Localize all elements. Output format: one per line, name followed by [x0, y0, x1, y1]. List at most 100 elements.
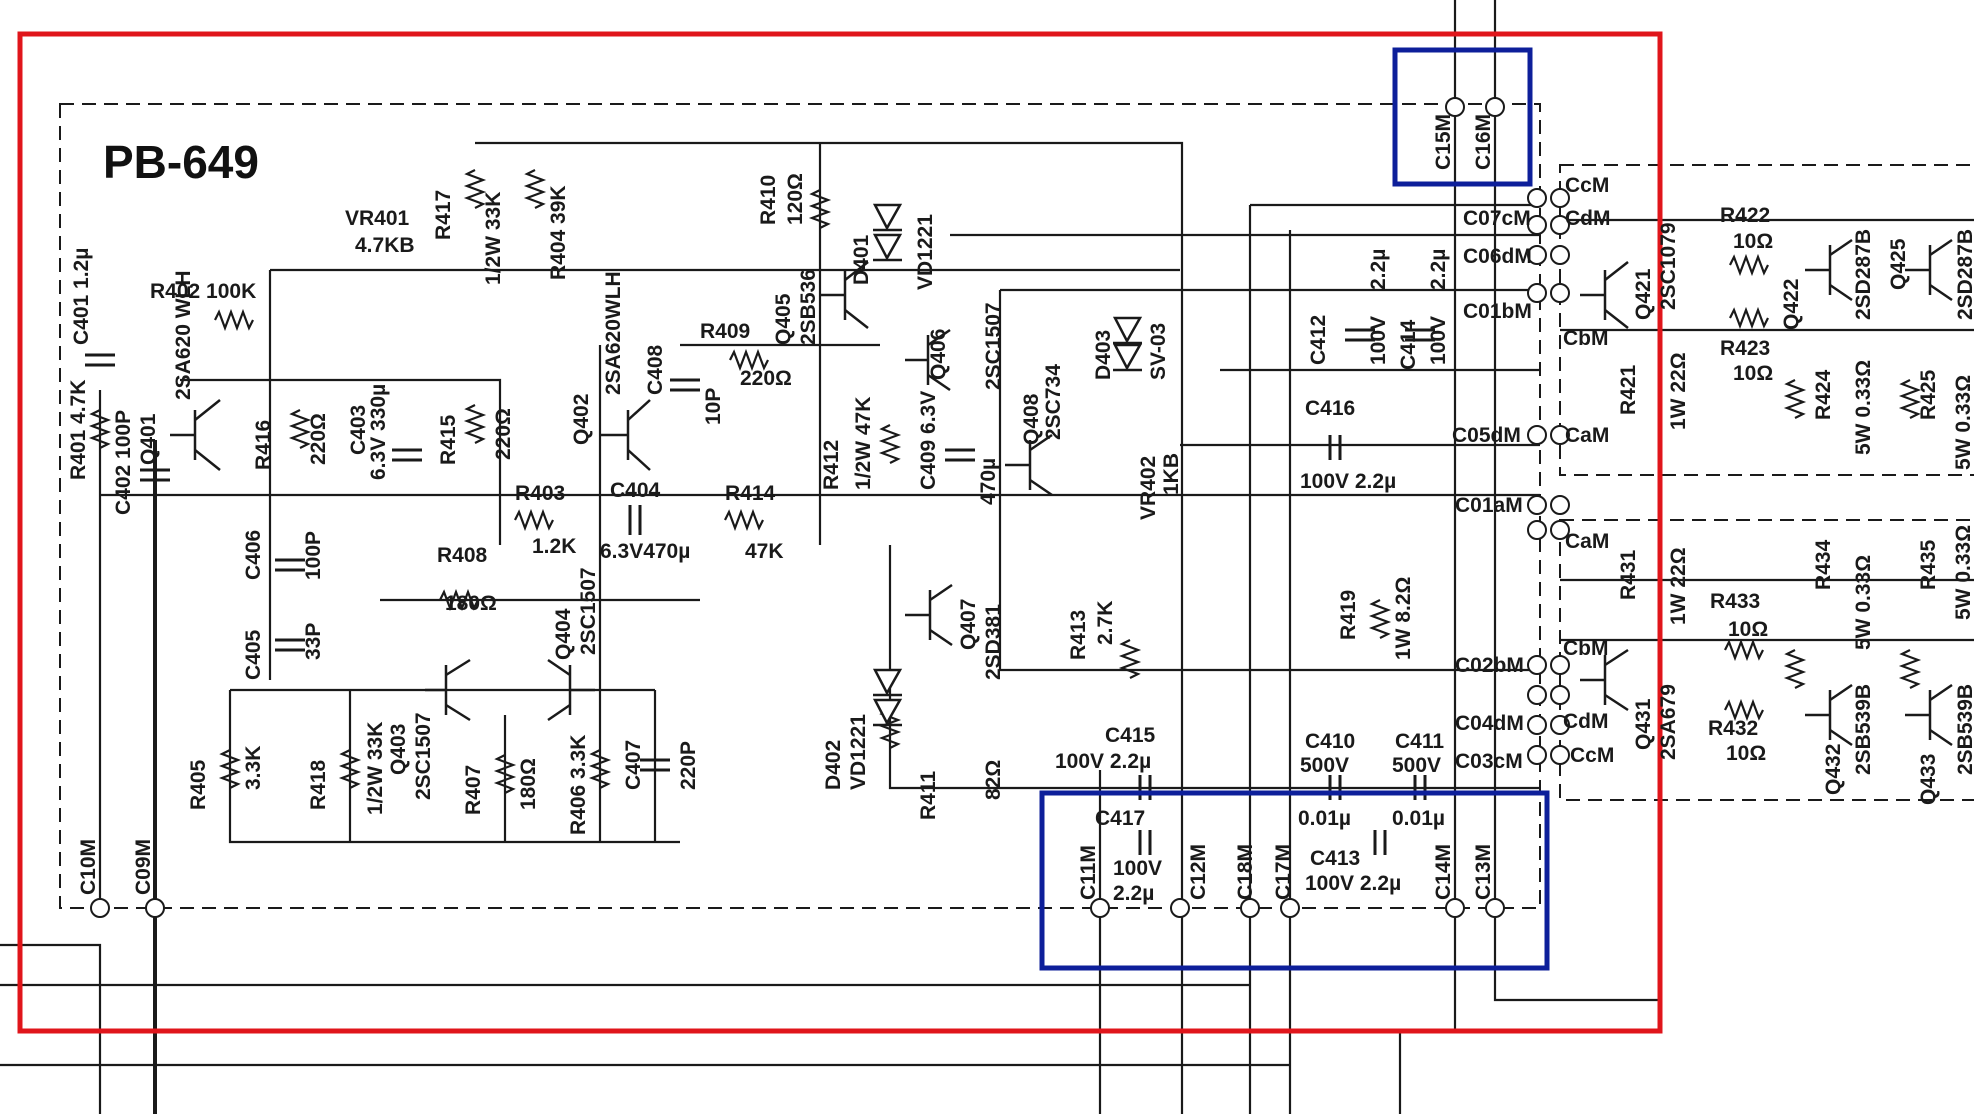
label-r412-value: 1/2W 47K [852, 397, 875, 490]
label-r419-value: 1W 8.2Ω [1392, 577, 1415, 660]
label-r406: R406 3.3K [567, 735, 590, 835]
label-q421: Q421 [1632, 268, 1655, 320]
terminal-ccm-top: CcM [1565, 174, 1609, 197]
label-c412-value2: 100V [1367, 316, 1390, 365]
label-c417-value2: 2.2µ [1113, 882, 1154, 905]
label-r425-value: 5W 0.33Ω [1952, 375, 1974, 470]
label-d401: D401 [850, 234, 873, 285]
label-c415-value: 100V 2.2µ [1055, 750, 1151, 773]
label-c405-value: 33P [302, 623, 325, 660]
label-q401-type: 2SA620 WLH [172, 270, 195, 400]
highlight-box-blue-bottom [1039, 790, 1550, 971]
label-r416-value: 220Ω [307, 413, 330, 465]
board-title: PB-649 [103, 136, 259, 188]
label-r410: R410 [757, 175, 780, 225]
terminal-cdm-top: CdM [1565, 207, 1611, 230]
label-q421-type: 2SC1079 [1657, 222, 1680, 310]
label-q402-type: 2SA620WLH [602, 271, 625, 395]
label-r421: R421 [1617, 364, 1640, 415]
label-r408: R408 [437, 544, 488, 567]
label-q431-type: 2SA679 [1657, 684, 1680, 760]
label-c417-value1: 100V [1113, 857, 1162, 880]
label-r407: R407 [462, 765, 485, 815]
label-r411-value: 82Ω [982, 760, 1005, 800]
label-c415: C415 [1105, 724, 1156, 747]
output-board-outline-top [1559, 164, 1974, 476]
terminal-c12m: C12M [1187, 844, 1210, 900]
label-c409: C409 6.3V [917, 391, 940, 490]
terminal-circles [90, 97, 1570, 918]
label-q401: Q401 [137, 413, 160, 465]
label-c417: C417 [1095, 807, 1145, 830]
label-c416: C416 [1305, 397, 1355, 420]
terminal-c14m: C14M [1432, 844, 1455, 900]
label-c406: C406 [242, 530, 265, 580]
terminal-c02m: C02bM [1455, 654, 1524, 677]
terminal-c01m-top: C01bM [1463, 300, 1532, 323]
terminal-c11m: C11M [1077, 845, 1100, 900]
terminal-cbm2: CbM [1563, 637, 1609, 660]
terminal-c09m: C09M [132, 839, 155, 895]
label-c408-value: 10P [702, 388, 725, 425]
label-c402: C402 100P [112, 410, 135, 515]
label-q407: Q407 [957, 599, 980, 650]
component-labels: C401 1.2µ R402 100K VR401 4.7KB R417 1/2… [67, 173, 1974, 905]
label-c413-value: 100V 2.2µ [1305, 872, 1401, 895]
label-r422: R422 [1720, 204, 1770, 227]
label-r401: R401 4.7K [67, 380, 90, 480]
label-r407-value: 180Ω [517, 758, 540, 810]
label-d401-type: VD1221 [914, 214, 937, 290]
label-r432-value: 10Ω [1726, 742, 1766, 765]
label-q422-type: 2SD287B [1852, 229, 1875, 320]
label-r434: R434 [1812, 539, 1835, 590]
label-r414-value: 47K [745, 540, 784, 563]
label-r431-value: 1W 22Ω [1667, 547, 1690, 625]
terminal-c03m: C03cM [1455, 750, 1523, 773]
terminal-ccm2: CcM [1570, 744, 1614, 767]
label-r408-value: 180Ω [445, 592, 497, 615]
label-q433-type: 2SB539B [1954, 684, 1974, 775]
label-r410-value: 120Ω [784, 173, 807, 225]
label-c410: C410 [1305, 730, 1355, 753]
terminal-c04m: C04dM [1455, 712, 1524, 735]
label-r418: R418 [307, 759, 330, 810]
terminal-c10m: C10M [77, 839, 100, 895]
label-d402: D402 [822, 740, 845, 790]
label-q404-type: 2SC1507 [577, 567, 600, 655]
label-r421-value: 1W 22Ω [1667, 352, 1690, 430]
terminal-cbm-top: CbM [1563, 327, 1609, 350]
terminal-cam: CaM [1565, 424, 1609, 447]
label-q405-type: 2SB536 [797, 269, 820, 345]
label-r405: R405 [187, 759, 210, 810]
label-q422: Q422 [1780, 279, 1803, 330]
label-q403-type: 2SC1507 [412, 712, 435, 800]
label-d403-type: SV-03 [1147, 323, 1170, 380]
transistor-symbols [170, 238, 1953, 747]
label-r409-value: 220Ω [740, 367, 792, 390]
label-r412: R412 [820, 440, 843, 490]
label-c416-value: 100V 2.2µ [1300, 470, 1396, 493]
terminal-c07m: C07cM [1463, 207, 1531, 230]
label-c414-value1: 2.2µ [1427, 249, 1450, 290]
label-c406-value: 100P [302, 531, 325, 580]
label-c410-value2: 0.01µ [1298, 807, 1351, 830]
label-r402: R402 100K [150, 280, 256, 303]
label-r433: R433 [1710, 590, 1760, 613]
label-q405: Q405 [772, 293, 795, 345]
label-q408: Q408 [1020, 393, 1043, 445]
label-r411: R411 [917, 771, 940, 820]
terminal-cam2: CaM [1565, 530, 1609, 553]
label-r403-value: 1.2K [532, 535, 576, 558]
label-r423: R423 [1720, 337, 1770, 360]
label-r415: R415 [437, 414, 460, 465]
label-c414: C414 [1397, 319, 1420, 370]
terminal-c15m: C15M [1432, 114, 1455, 170]
terminal-c06m: C06dM [1463, 245, 1532, 268]
label-c412: C412 [1307, 315, 1330, 365]
label-r435-value: 5W 0.33Ω [1952, 525, 1974, 620]
label-r417: R417 [432, 190, 455, 240]
highlight-box-blue-top [1392, 47, 1533, 187]
label-vr402: VR402 [1137, 456, 1160, 520]
terminal-cdm2: CdM [1563, 710, 1609, 733]
